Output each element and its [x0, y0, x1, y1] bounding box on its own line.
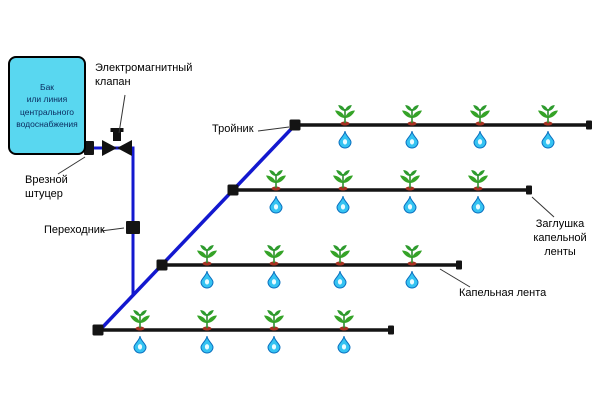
water-drop-icon [133, 335, 147, 354]
plant-icon [401, 244, 423, 267]
inlet-fitting-label: Врезной штуцер [25, 174, 68, 200]
water-tank-label: Бак или линия центрального водоснабжения [16, 81, 78, 129]
water-drop-icon [405, 130, 419, 149]
water-drop-icon [337, 335, 351, 354]
adapter-label: Переходник [44, 224, 105, 236]
tee-fitting [92, 324, 104, 336]
water-drop-icon [338, 130, 352, 149]
plant-icon [399, 169, 421, 192]
water-drop-icon [471, 195, 485, 214]
water-drop-icon [200, 270, 214, 289]
end-cap [388, 325, 394, 335]
plant-icon [129, 309, 151, 332]
water-drop-icon [267, 270, 281, 289]
plant-icon [329, 244, 351, 267]
tee-fitting [227, 184, 239, 196]
plant-icon [265, 169, 287, 192]
water-drop-icon [267, 335, 281, 354]
water-drop-icon [269, 195, 283, 214]
plant-icon [196, 244, 218, 267]
plant-icon [537, 104, 559, 127]
water-drop-icon [403, 195, 417, 214]
valve-label: Электромагнитный клапан [95, 62, 193, 88]
tee-label: Тройник [212, 123, 254, 135]
end-cap-label: Заглушка капельной ленты [533, 218, 587, 258]
solenoid-valve-icon [102, 128, 132, 156]
water-drop-icon [200, 335, 214, 354]
water-drop-icon [541, 130, 555, 149]
tee-fitting [156, 259, 168, 271]
end-cap [456, 260, 462, 270]
inlet-fitting [84, 141, 94, 155]
plant-icon [263, 309, 285, 332]
end-cap [586, 120, 592, 130]
feed-pipe [86, 146, 135, 296]
plant-icon [467, 169, 489, 192]
manifold-pipe [96, 123, 297, 334]
adapter-fitting [126, 221, 140, 234]
water-drop-icon [473, 130, 487, 149]
plant-icon [332, 169, 354, 192]
plant-icon [196, 309, 218, 332]
tee-fitting [289, 119, 301, 131]
water-drop-icon [333, 270, 347, 289]
water-drop-icon [405, 270, 419, 289]
plant-icon [401, 104, 423, 127]
pipes-and-rows [84, 104, 592, 354]
drip-tape-label: Капельная лента [459, 287, 547, 299]
water-tank: Бак или линия центрального водоснабжения [8, 56, 86, 155]
water-drop-icon [336, 195, 350, 214]
end-cap [526, 185, 532, 195]
plant-icon [469, 104, 491, 127]
plant-icon [333, 309, 355, 332]
plant-icon [334, 104, 356, 127]
leader-lines [57, 94, 555, 288]
plant-icon [263, 244, 285, 267]
